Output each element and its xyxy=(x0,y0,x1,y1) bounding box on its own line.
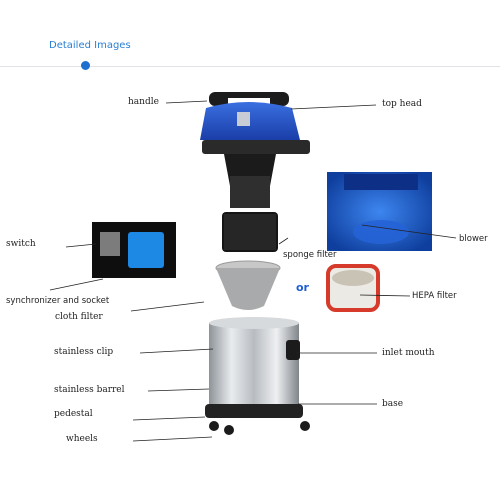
label-base: base xyxy=(382,399,404,409)
cloth-filter-image xyxy=(215,260,281,310)
label-handle: handle xyxy=(128,97,159,107)
label-switch: switch xyxy=(6,239,36,249)
switch-image xyxy=(92,222,176,278)
label-pedestal: pedestal xyxy=(54,409,93,419)
label-blower: blower xyxy=(459,234,488,244)
stainless-barrel-image xyxy=(205,317,310,435)
top-head-image xyxy=(200,92,310,208)
label-inlet-mouth: inlet mouth xyxy=(382,348,435,358)
label-or: or xyxy=(296,281,309,294)
blower-image xyxy=(327,172,432,251)
label-sponge-filter: sponge filter xyxy=(283,250,337,260)
page-header: Detailed Images xyxy=(0,0,500,70)
sponge-filter-image xyxy=(222,212,278,252)
label-stainless-clip: stainless clip xyxy=(54,347,114,357)
section-title: Detailed Images xyxy=(49,40,131,51)
hepa-filter-image xyxy=(326,264,380,312)
label-stainless-barrel: stainless barrel xyxy=(54,385,125,395)
header-divider xyxy=(0,66,500,67)
label-wheels: wheels xyxy=(66,434,98,444)
label-cloth-filter: cloth filter xyxy=(55,312,103,322)
label-hepa-filter: HEPA filter xyxy=(412,291,457,301)
label-synchronizer-socket: synchronizer and socket xyxy=(6,296,110,306)
header-indicator-dot xyxy=(81,61,90,70)
label-top-head: top head xyxy=(382,99,422,109)
